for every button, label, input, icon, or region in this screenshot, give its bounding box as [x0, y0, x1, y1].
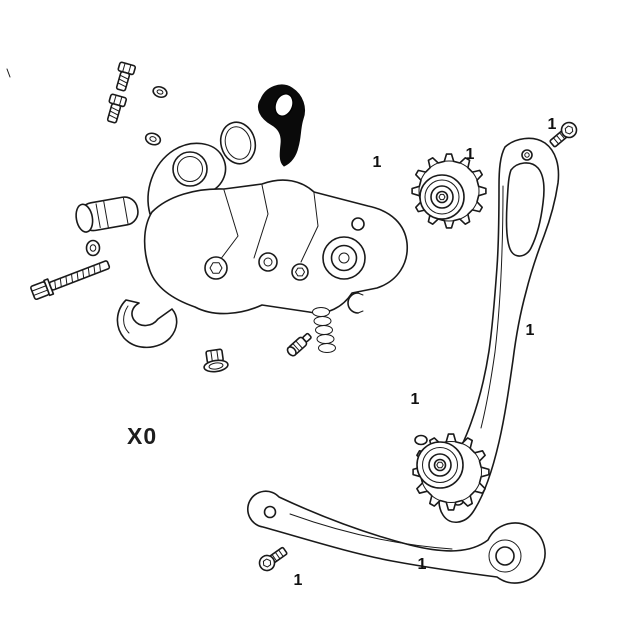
long-bolt	[30, 260, 111, 301]
callout-upper-pulley-right: 1	[466, 146, 475, 163]
adjuster-pin	[286, 332, 312, 357]
e-clip	[347, 292, 364, 314]
pulley-bolt-bottom-left	[258, 546, 288, 572]
lower-pulley	[412, 433, 490, 511]
mounting-bolt-2	[106, 93, 128, 124]
mounting-bolt-1	[115, 61, 137, 92]
outer-cage-plate	[247, 490, 546, 584]
model-label: X0	[127, 423, 157, 449]
callout-lower-pulley-top: 1	[411, 391, 420, 408]
upper-pulley	[411, 153, 487, 229]
callout-upper-pulley-left: 1	[373, 154, 382, 171]
washer-1	[152, 85, 168, 99]
body-hook	[116, 299, 178, 349]
callout-top-right-bolt: 1	[548, 116, 557, 133]
callout-bottom-left-bolt: 1	[294, 572, 303, 589]
pulley-bolt-top-right	[549, 121, 578, 148]
cable-anchor-plate	[258, 84, 306, 167]
barrel-washer	[85, 239, 101, 257]
pivot-barrel	[75, 196, 139, 233]
o-ring	[219, 121, 257, 165]
stray-mark	[6, 68, 11, 78]
cage-spring	[312, 307, 336, 353]
washer-2	[144, 132, 162, 146]
callout-lower-pulley-bottom: 1	[418, 556, 427, 573]
pulley-spacer	[414, 434, 428, 446]
callout-inner-cage-plate: 1	[526, 322, 535, 339]
flange-bolt	[203, 348, 229, 373]
derailleur-body	[143, 179, 408, 315]
